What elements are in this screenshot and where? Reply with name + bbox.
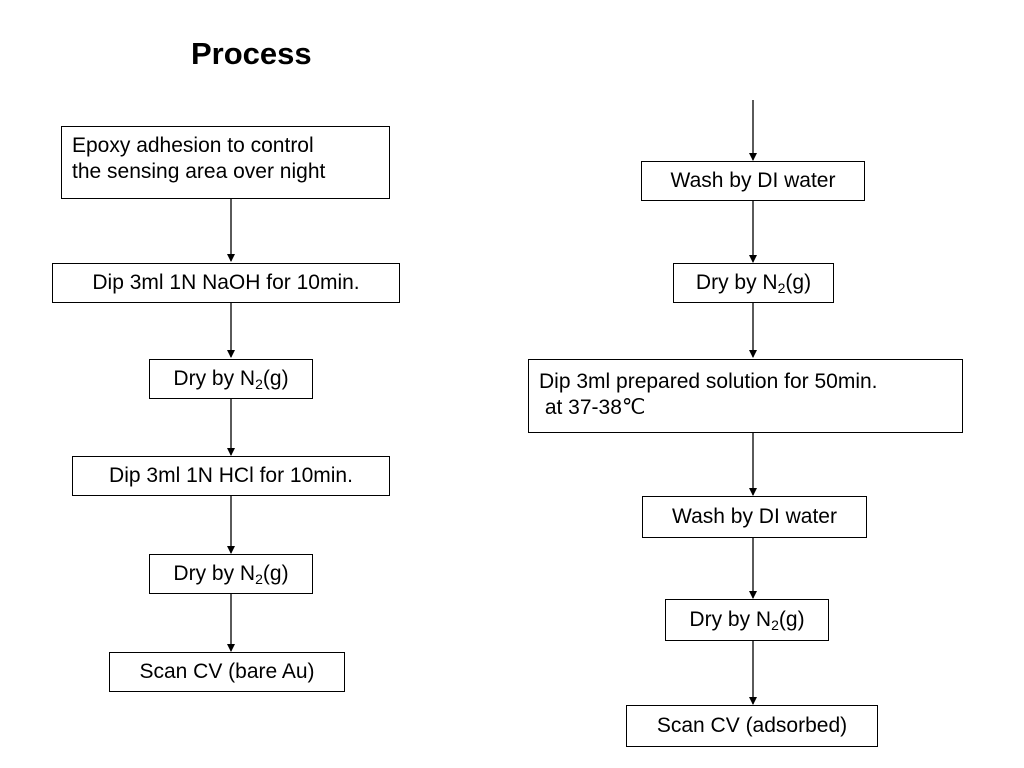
step-dry-n2-right-2: Dry by N2(g) (665, 599, 829, 641)
step-dip-hcl-label: Dip 3ml 1N HCl for 10min. (109, 464, 353, 487)
step-wash-label: Wash by DI water (672, 505, 837, 528)
step-dip-prepared-solution: Dip 3ml prepared solution for 50min. at … (528, 359, 963, 433)
step-dip-hcl: Dip 3ml 1N HCl for 10min. (72, 456, 390, 496)
step-scan-cv-bare-label: Scan CV (bare Au) (139, 660, 315, 683)
step-wash-di-water-1: Wash by DI water (641, 161, 865, 201)
step-dry-n2-left-1: Dry by N2(g) (149, 359, 313, 399)
step-epoxy-adhesion: Epoxy adhesion to control the sensing ar… (61, 126, 390, 199)
step-dip-solution-line1: Dip 3ml prepared solution for 50min. (539, 370, 878, 393)
step-scan-cv-bare: Scan CV (bare Au) (109, 652, 345, 692)
step-wash-di-water-2: Wash by DI water (642, 496, 867, 538)
step-dry-label: Dry by N2(g) (689, 608, 805, 633)
step-dry-label: Dry by N2(g) (173, 562, 289, 587)
step-dip-solution-line2: at 37-38℃ (539, 396, 646, 419)
step-epoxy-line2: the sensing area over night (72, 160, 326, 183)
step-dip-naoh-label: Dip 3ml 1N NaOH for 10min. (92, 271, 360, 294)
step-scan-cv-adsorbed: Scan CV (adsorbed) (626, 705, 878, 747)
step-dry-label: Dry by N2(g) (695, 271, 812, 296)
page-title: Process (191, 36, 312, 71)
step-dry-n2-right-1: Dry by N2(g) (673, 263, 834, 303)
step-wash-label: Wash by DI water (670, 169, 836, 192)
step-epoxy-line1: Epoxy adhesion to control (72, 134, 314, 157)
step-dip-naoh: Dip 3ml 1N NaOH for 10min. (52, 263, 400, 303)
step-scan-cv-adsorbed-label: Scan CV (adsorbed) (656, 714, 848, 737)
step-dry-label: Dry by N2(g) (173, 367, 289, 392)
step-dry-n2-left-2: Dry by N2(g) (149, 554, 313, 594)
